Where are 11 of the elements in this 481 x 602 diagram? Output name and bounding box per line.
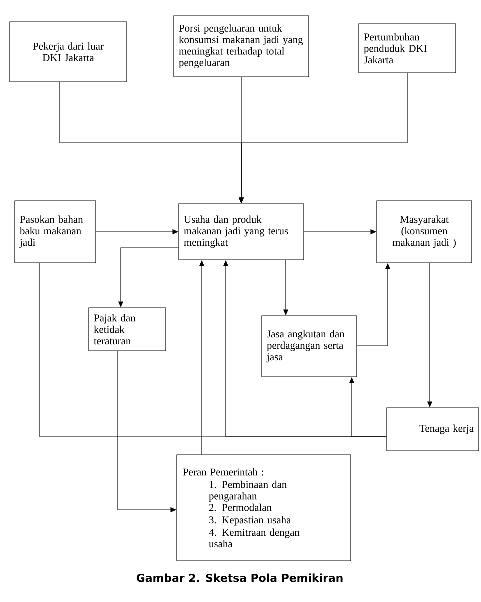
process-box: Jasa angkutan dan perdagangan serta jasa [262, 316, 358, 378]
caption: Gambar 2. Sketsa Pola Pemikiran [136, 574, 343, 582]
process-box: Peran Pemerintah : 1. Pembinaan dan pengarahan 2. Permodalan 3. Kepastian usaha 4. Kemitraan dengan usaha [176, 454, 352, 562]
process-box: Pasokan bahan baku makanan jadi [14, 200, 96, 264]
process-box: Pekerja dari luar DKI Jakarta [10, 22, 128, 82]
process-box: Tenaga kerja [386, 408, 480, 452]
process-box: Porsi pengeluaran untuk konsumsi makanan jadi yang meningkat terhadap total pengeluaran [174, 16, 310, 78]
process-box: Usaha dan produk makanan jadi yang terus meningkat [178, 204, 304, 260]
process-box: Pajak dan ketidak teraturan [88, 308, 166, 352]
process-box: Masyarakat (konsumen makanan jadi ) [376, 200, 472, 264]
process-box: Pertumbuhan penduduk DKI Jakarta [358, 24, 456, 74]
